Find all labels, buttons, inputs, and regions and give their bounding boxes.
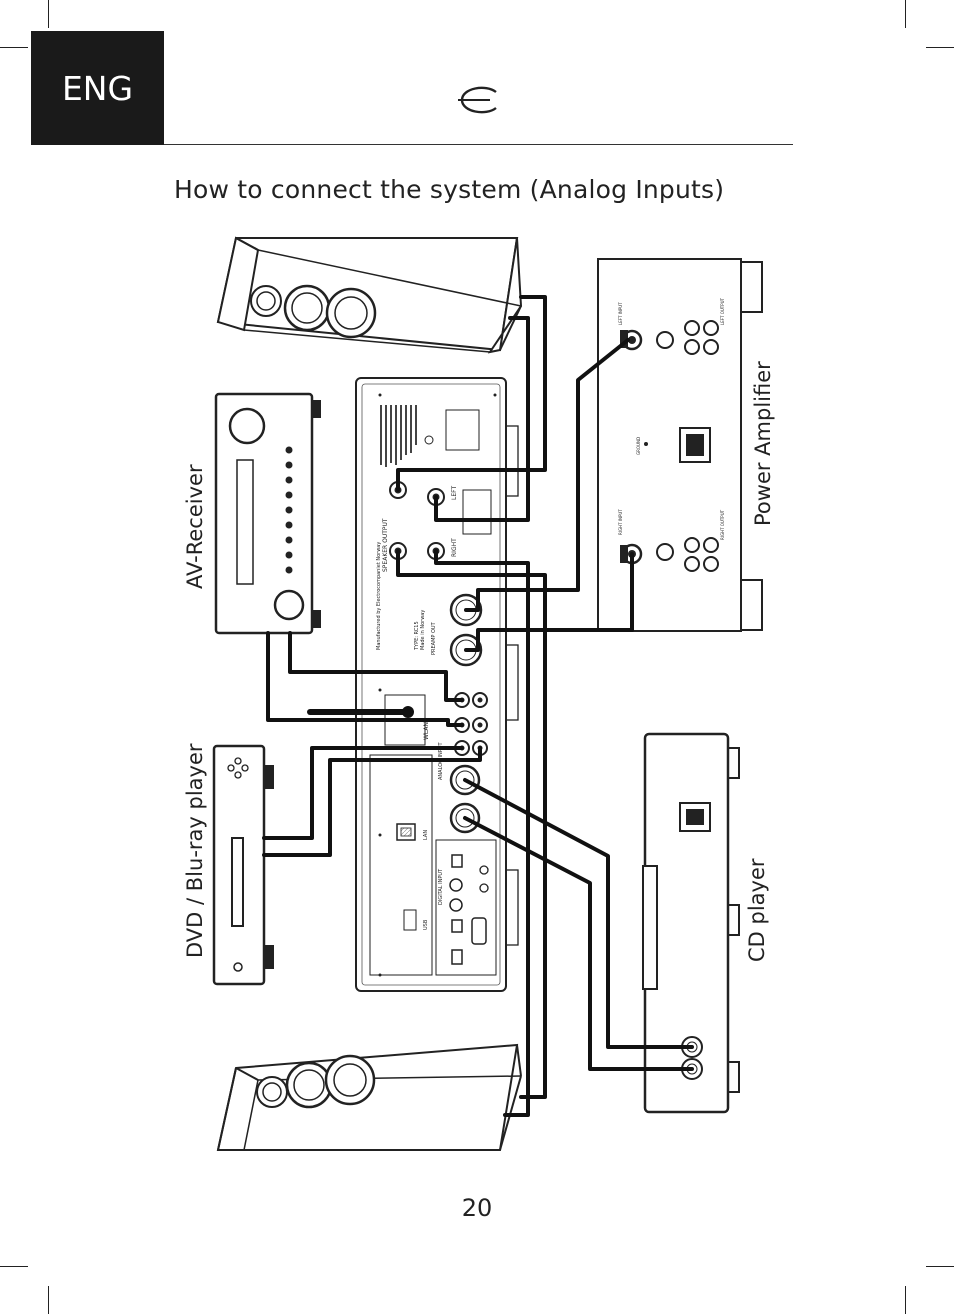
dvd-player-label: DVD / Blu-ray player bbox=[183, 743, 207, 958]
power-amplifier-icon: LEFT INPUT RIGHT INPUT LEFT OUTPUT RIGHT… bbox=[597, 258, 763, 632]
manufacturer-label: Manufactured by Electrocompaniet Norway bbox=[376, 542, 382, 650]
cd-player-icon bbox=[642, 732, 740, 1114]
page-title: How to connect the system (Analog Inputs… bbox=[174, 175, 725, 204]
left-label: LEFT bbox=[451, 486, 458, 500]
cables bbox=[262, 295, 694, 1117]
speaker-icon bbox=[216, 236, 523, 354]
left-input-label: LEFT INPUT bbox=[618, 302, 623, 325]
lan-label: LAN bbox=[423, 830, 429, 840]
crop-mark bbox=[48, 0, 49, 28]
right-input-label: RIGHT INPUT bbox=[618, 509, 623, 535]
usb-label: USB bbox=[423, 919, 429, 930]
av-receiver-icon bbox=[214, 392, 321, 635]
crop-mark bbox=[0, 1266, 28, 1267]
right-label: RIGHT bbox=[451, 538, 458, 557]
crop-mark bbox=[926, 1266, 954, 1267]
ground-label: GROUND bbox=[636, 437, 641, 455]
speaker-output-label: SPEAKER OUTPUT bbox=[382, 518, 389, 572]
preamp-out-label: PREAMP OUT bbox=[431, 621, 437, 655]
crop-mark bbox=[0, 47, 28, 48]
wlan-label: WLAN bbox=[423, 722, 430, 740]
left-output-label: LEFT OUTPUT bbox=[720, 297, 725, 325]
cd-player-label: CD player bbox=[745, 858, 769, 962]
dvd-player-icon bbox=[212, 744, 274, 986]
type-label: TYPE: RC15 bbox=[414, 621, 420, 651]
crop-mark bbox=[905, 1286, 906, 1314]
integrated-amp-panel: SPEAKER OUTPUT LEFT RIGHT Manufactured b… bbox=[355, 377, 519, 992]
language-tab: ENG bbox=[31, 31, 164, 145]
av-receiver-label: AV-Receiver bbox=[183, 464, 207, 589]
made-in-label: Made in Norway bbox=[420, 610, 426, 650]
power-amplifier-label: Power Amplifier bbox=[751, 361, 775, 526]
page-number: 20 bbox=[461, 1194, 493, 1222]
digital-input-label: DIGITAL INPUT bbox=[438, 868, 444, 905]
crop-mark bbox=[905, 0, 906, 28]
header-divider bbox=[164, 144, 793, 145]
electrocompaniet-logo bbox=[458, 86, 497, 114]
crop-mark bbox=[48, 1286, 49, 1314]
speaker-icon bbox=[216, 1043, 522, 1151]
antenna-base bbox=[402, 706, 414, 718]
crop-mark bbox=[926, 47, 954, 48]
right-output-label: RIGHT OUTPUT bbox=[720, 509, 725, 540]
